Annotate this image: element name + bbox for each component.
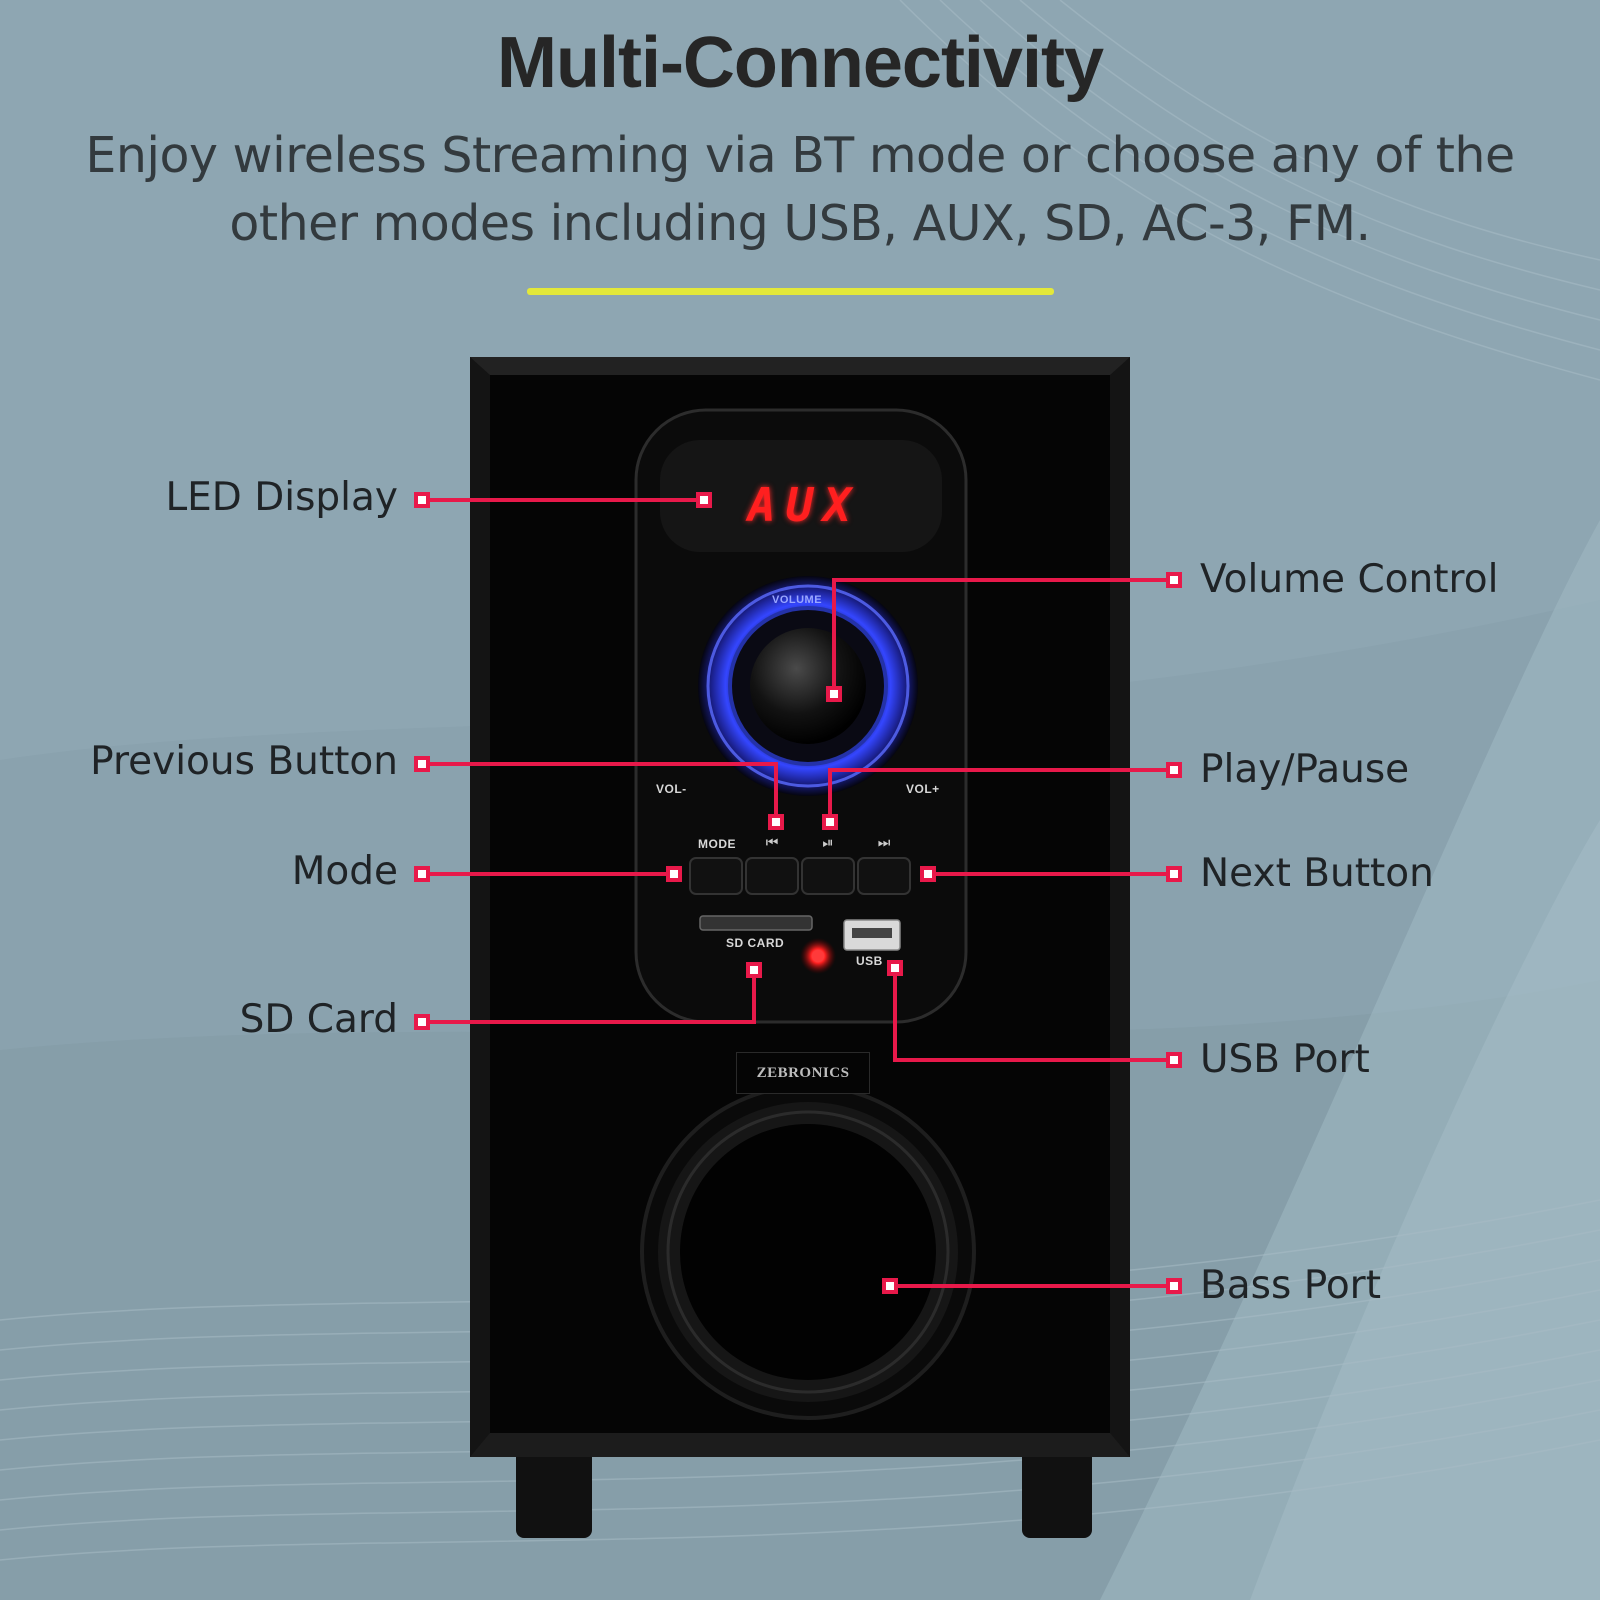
- svg-text:⏮: ⏮: [766, 835, 779, 851]
- callout-dot: [414, 492, 430, 508]
- callout-dot: [746, 962, 762, 978]
- panel-button-play: [801, 857, 855, 895]
- svg-text:⏯: ⏯: [822, 835, 833, 851]
- panel-button-prev: [745, 857, 799, 895]
- callout-dot: [1166, 866, 1182, 882]
- callout-dot: [768, 814, 784, 830]
- callout-dot: [822, 814, 838, 830]
- mode-label: MODE: [698, 837, 736, 851]
- callout-sd-card: SD Card: [239, 997, 398, 1042]
- panel-button-next: [857, 857, 911, 895]
- sd-slot: [699, 915, 813, 931]
- callout-dot: [1166, 1278, 1182, 1294]
- callout-dot: [826, 686, 842, 702]
- sd-card-label: SD CARD: [726, 936, 785, 950]
- led-readout: AUX: [748, 478, 862, 532]
- speaker-foot-left: [516, 1440, 592, 1538]
- callout-usb-port: USB Port: [1200, 1037, 1370, 1082]
- callout-dot: [920, 866, 936, 882]
- callout-volume-control: Volume Control: [1200, 557, 1499, 602]
- callout-play-pause: Play/Pause: [1200, 747, 1410, 792]
- brand-badge: ZEBRONICS: [736, 1052, 870, 1094]
- callout-dot: [887, 960, 903, 976]
- usb-label: USB: [856, 954, 883, 968]
- callout-bass-port: Bass Port: [1200, 1263, 1382, 1308]
- callout-led-display: LED Display: [165, 475, 398, 520]
- callout-dot: [666, 866, 682, 882]
- callout-mode: Mode: [291, 849, 398, 894]
- vol-plus-label: VOL+: [906, 782, 940, 796]
- speaker-foot-right: [1022, 1440, 1092, 1538]
- volume-knob: [750, 628, 866, 744]
- callout-dot: [882, 1278, 898, 1294]
- callout-previous-button: Previous Button: [90, 739, 398, 784]
- page-title: Multi-Connectivity: [497, 23, 1104, 103]
- callout-next-button: Next Button: [1200, 851, 1434, 896]
- svg-text:⏭: ⏭: [878, 835, 891, 851]
- callout-dot: [696, 492, 712, 508]
- panel-button-mode: [689, 857, 743, 895]
- callout-dot: [1166, 572, 1182, 588]
- callout-dot: [1166, 1052, 1182, 1068]
- page-subtitle: Enjoy wireless Streaming via BT mode or …: [85, 127, 1515, 252]
- accent-divider: [527, 288, 1054, 295]
- callout-dot: [414, 756, 430, 772]
- volume-knob-label: VOLUME: [772, 594, 823, 606]
- vol-minus-label: VOL-: [656, 782, 687, 796]
- callout-dot: [414, 1014, 430, 1030]
- callout-dot: [414, 866, 430, 882]
- callout-dot: [1166, 762, 1182, 778]
